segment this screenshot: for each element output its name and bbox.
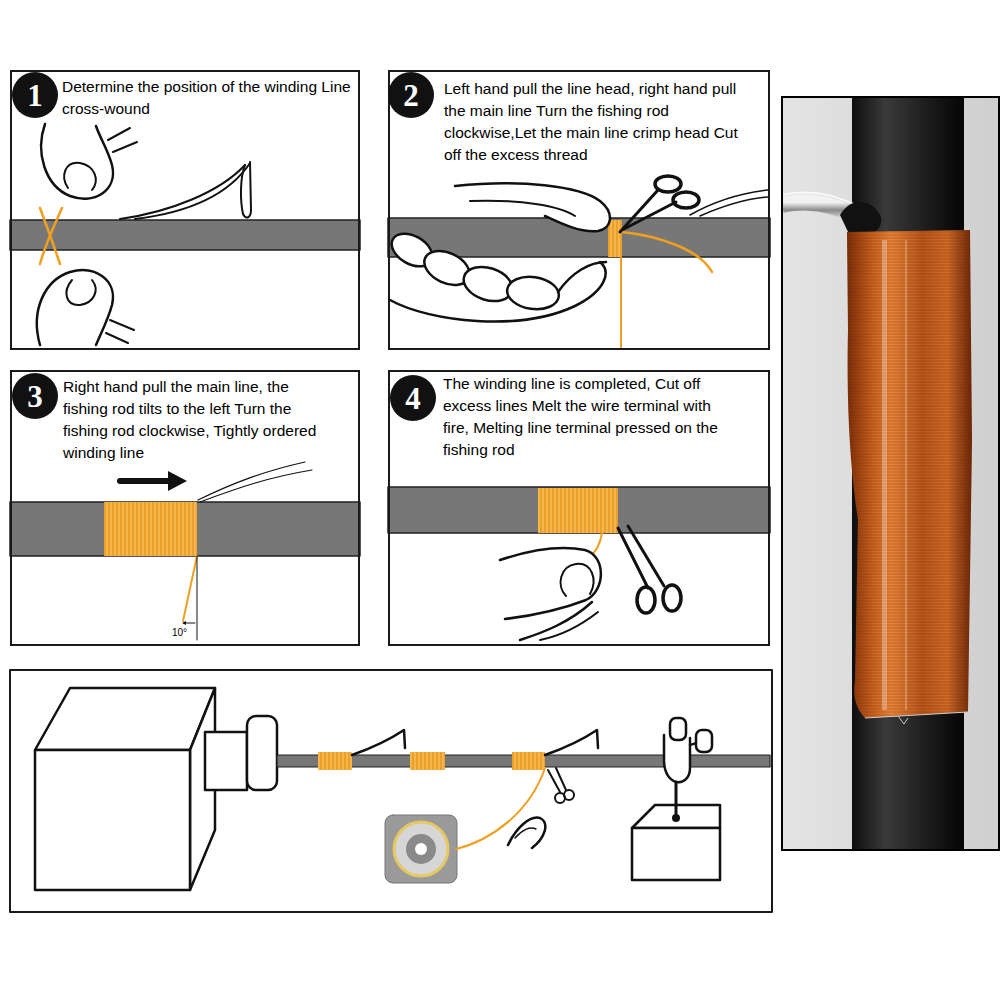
step-panel: The winding line is completed, Cut off e… — [388, 370, 770, 646]
winding-machine-drawing — [10, 670, 772, 912]
step-number: 4 — [405, 383, 421, 414]
badge-circle — [12, 373, 58, 419]
wrapped-rod-photo — [782, 97, 999, 850]
step-text: The winding line is completed, Cut off e… — [443, 373, 733, 461]
angle-label: 10° — [171, 627, 188, 638]
step1-drawing — [10, 124, 360, 345]
step-text: Left hand pull the line head, right hand… — [444, 78, 756, 166]
badge-circle — [390, 375, 436, 421]
step-text: Right hand pull the main line, the fishi… — [63, 376, 335, 464]
step-number: 3 — [27, 381, 43, 412]
step3-drawing — [10, 462, 360, 640]
step-panel: Left hand pull the line head, right hand… — [388, 70, 770, 350]
step-number-badge: 3 — [11, 372, 59, 420]
step-text: Determine the position of the winding Li… — [62, 76, 360, 120]
step-panel: Right hand pull the main line, the fishi… — [10, 370, 360, 646]
step-number: 1 — [27, 80, 43, 111]
badge-circle — [388, 72, 434, 118]
step-number-badge: 4 — [389, 374, 437, 422]
step-number-badge: 2 — [387, 71, 435, 119]
badge-circle — [12, 72, 58, 118]
step4-drawing — [388, 487, 770, 640]
step-number-badge: 1 — [11, 71, 59, 119]
step-panel: Determine the position of the winding Li… — [10, 70, 360, 350]
step2-drawing — [386, 176, 770, 348]
step-number: 2 — [403, 80, 419, 111]
